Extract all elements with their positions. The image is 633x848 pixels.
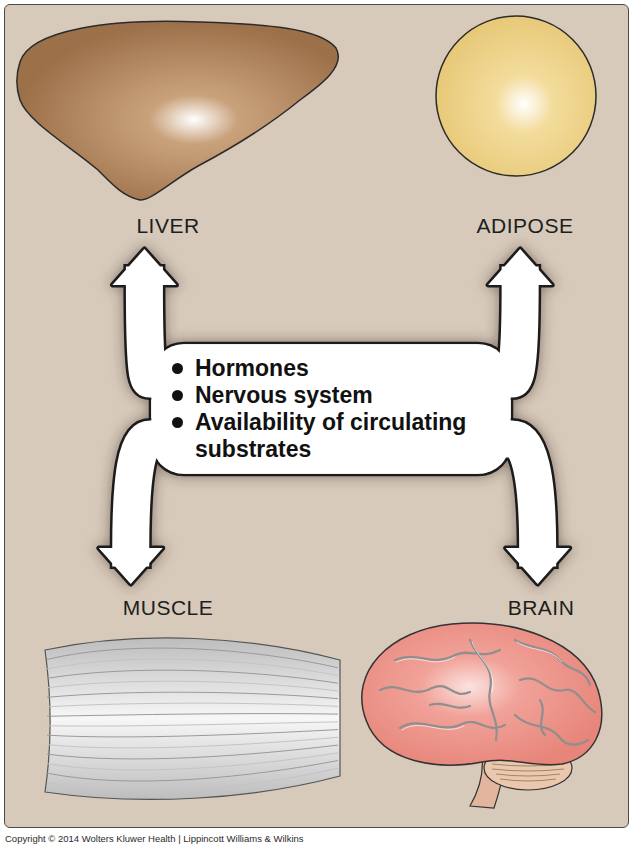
arrow-body	[144, 285, 150, 379]
cerebellum-fold	[496, 774, 560, 776]
bullet-item: Hormones	[170, 355, 502, 382]
factor-box-outline	[150, 343, 512, 475]
bullet-item: Availability of circulating substrates	[170, 409, 502, 463]
bullet-item: Nervous system	[170, 382, 502, 409]
organ-node: MUSCLE	[15, 592, 321, 807]
organ-label: BRAIN	[508, 596, 575, 620]
factor-text: Nervous system	[195, 382, 373, 409]
arrowhead-outline	[488, 249, 552, 285]
cerebellum-fold	[492, 769, 564, 771]
organ-node: BRAIN	[486, 592, 596, 807]
liver-figure	[17, 21, 338, 200]
adipose-cell	[436, 16, 596, 176]
brain-figure	[362, 623, 602, 808]
muscle-fibre	[47, 761, 338, 782]
muscle-fibre	[47, 745, 338, 759]
arrow-connector	[99, 439, 163, 584]
muscle-fibre	[47, 768, 338, 792]
factor-text: Hormones	[195, 355, 309, 382]
muscle-figure	[45, 638, 340, 799]
arrow-outline	[512, 439, 538, 548]
organ-label: ADIPOSE	[477, 214, 574, 238]
arrow-body	[131, 439, 150, 548]
arrowhead-outline	[99, 548, 163, 584]
bullet-dot	[172, 363, 183, 374]
organ-label: LIVER	[136, 214, 199, 238]
arrowhead-outline	[112, 249, 176, 285]
arrow-outline	[512, 285, 520, 379]
muscle-fibre	[47, 648, 338, 668]
muscle-fibre	[47, 692, 338, 698]
arrow-connector	[506, 439, 570, 584]
organ-label: MUSCLE	[123, 596, 214, 620]
organ-node: LIVER	[15, 15, 321, 241]
muscle-fibre	[47, 722, 338, 726]
cerebellum-fold	[500, 779, 556, 781]
muscle-fibre	[47, 730, 338, 737]
organ-node: ADIPOSE	[440, 15, 610, 241]
muscle-fibre	[47, 753, 338, 770]
arrowhead-outline	[506, 548, 570, 584]
arrowhead	[112, 249, 176, 285]
bullet-dot	[172, 390, 183, 401]
bullet-dot	[172, 417, 183, 428]
arrow-outline	[144, 285, 150, 379]
muscle-fibre	[47, 737, 338, 748]
arrow-outline	[131, 439, 150, 548]
arrowhead	[99, 548, 163, 584]
muscle-fibre	[47, 714, 338, 717]
arrowhead	[488, 249, 552, 285]
factor-box: HormonesNervous systemAvailability of ci…	[150, 343, 512, 475]
muscle-fibre	[47, 703, 338, 707]
copyright-note: Copyright © 2014 Wolters Kluwer Health |…	[5, 833, 304, 844]
muscle-fibre	[47, 681, 338, 691]
arrow-body	[512, 439, 538, 548]
factor-text: Availability of circulating substrates	[195, 409, 495, 463]
arrow-body	[512, 285, 520, 379]
arrowhead	[506, 548, 570, 584]
factor-box-fill	[151, 344, 510, 473]
